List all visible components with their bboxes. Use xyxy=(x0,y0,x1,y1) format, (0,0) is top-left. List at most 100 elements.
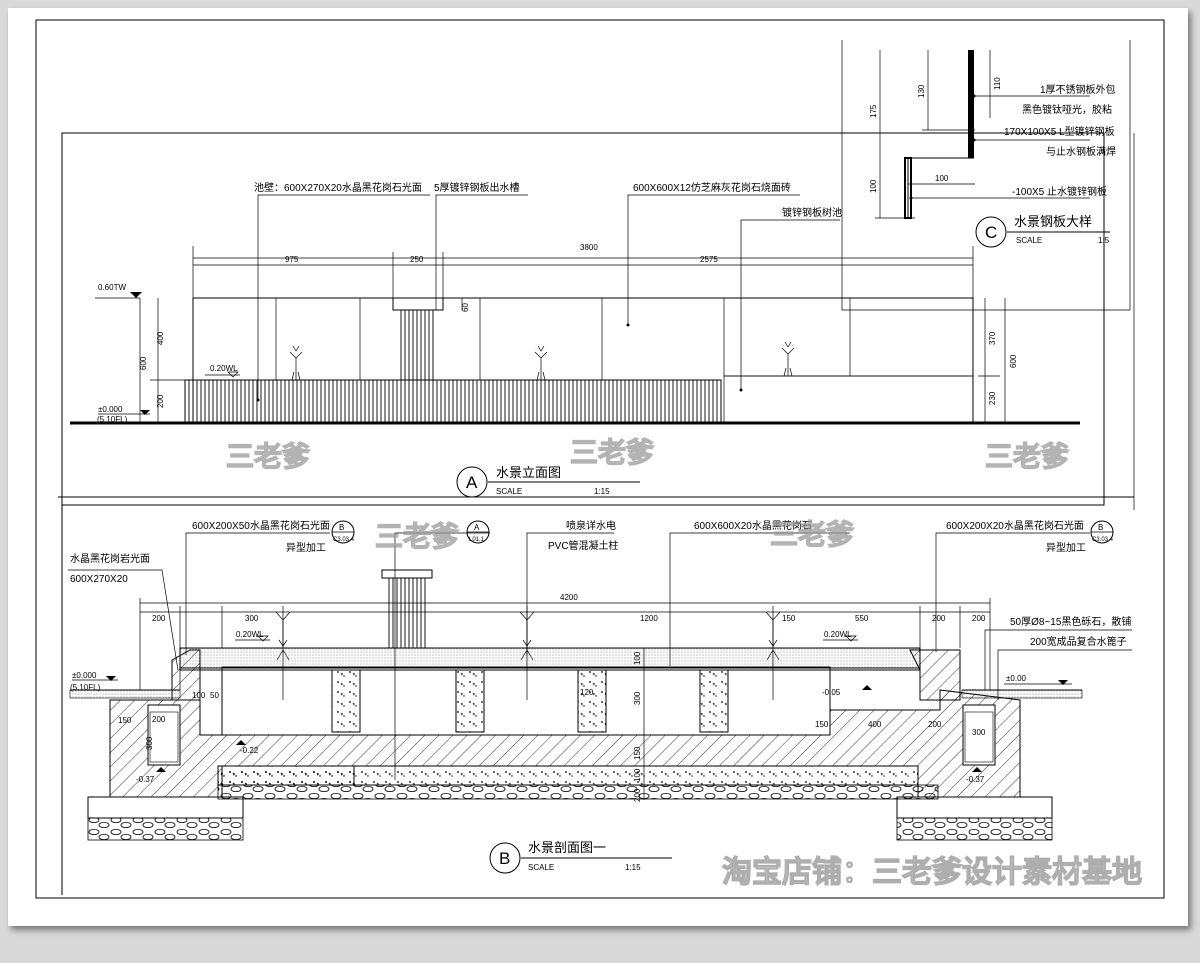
section-level-037r: -0.37 xyxy=(966,775,985,784)
level-top: 0.60TW xyxy=(98,283,126,292)
detail-note-3: 170X100X5 L型镀锌钢板 xyxy=(1004,125,1115,138)
section-vdim-200: 200 xyxy=(633,788,642,802)
section-level-floor-l: (5.10FL) xyxy=(70,683,101,692)
detail-letter: C xyxy=(985,223,997,242)
svg-text:A: A xyxy=(474,523,480,532)
dim-right: 2575 xyxy=(700,255,718,264)
ref-tag-b-left: B C3.03.4 xyxy=(331,520,355,544)
detail-note-2: 黑色镀钛哑光，胶粘 xyxy=(1022,103,1112,116)
watermark-2: 三老爹 xyxy=(570,437,654,468)
section-level-ground-l: ±0.000 xyxy=(72,671,97,680)
section-callout-pipe: PVC管混凝土柱 xyxy=(548,539,619,552)
level-water: 0.20WL xyxy=(210,364,238,373)
section-level-005: -0.05 xyxy=(822,688,841,697)
elevation-letter: A xyxy=(466,473,478,492)
section-title: 水景剖面图一 xyxy=(528,840,606,855)
section-vdim-150: 150 xyxy=(633,746,642,760)
section-letter: B xyxy=(499,849,510,868)
section-callout-left-wall2: 600X270X20 xyxy=(70,574,128,585)
section-dim-300c: 300 xyxy=(972,728,986,737)
section-callout-fountain: 喷泉详水电 xyxy=(566,519,616,532)
section-dim-200e: 200 xyxy=(928,720,942,729)
elevation-frame xyxy=(61,132,1105,506)
detail-note-5: -100X5 止水镀锌钢板 xyxy=(1012,185,1107,198)
section-dim-300: 300 xyxy=(245,614,259,623)
svg-text:C3.03.4: C3.03.4 xyxy=(1092,537,1114,543)
section-dim-1200: 1200 xyxy=(640,614,658,623)
svg-text:C3.03.4: C3.03.4 xyxy=(333,537,355,543)
callout-wall: 池壁：600X270X20水晶黑花岗石光面 xyxy=(254,181,422,194)
section-dim-150: 150 xyxy=(782,614,796,623)
detail-dim-100h: 100 xyxy=(935,174,949,183)
section-level-037: -0.37 xyxy=(136,775,155,784)
level-floor: (5.10FL) xyxy=(97,415,128,424)
elevation-scale-label: SCALE xyxy=(496,487,522,496)
dim-h600: 600 xyxy=(139,356,148,370)
dim-h230: 230 xyxy=(988,391,997,405)
section-level-022: -0.22 xyxy=(240,746,259,755)
section-vdim-100: 100 xyxy=(633,651,642,665)
elevation-scale: 1:15 xyxy=(594,487,610,496)
outer-border xyxy=(35,19,1165,899)
watermark-shop: 淘宝店铺：三老爹设计素材基地 xyxy=(722,855,1142,889)
section-dim-100: 100 xyxy=(192,691,206,700)
detail-scale-label: SCALE xyxy=(1016,236,1042,245)
section-dim-200b: 200 xyxy=(932,614,946,623)
section-dim-200a: 200 xyxy=(152,614,166,623)
detail-note-4: 与止水钢板满焊 xyxy=(1046,145,1116,158)
dim-left: 975 xyxy=(285,255,299,264)
section-dim-total: 4200 xyxy=(560,593,578,602)
detail-scale: 1:5 xyxy=(1098,236,1110,245)
section-callout-right-cap2: 异型加工 xyxy=(1046,541,1086,554)
ref-tag-a: A L01.1 xyxy=(466,520,490,544)
callout-tile: 600X600X12仿芝麻灰花岗石烧面砖 xyxy=(633,181,791,194)
section-dim-150c: 150 xyxy=(815,720,829,729)
watermark-1: 三老爹 xyxy=(226,441,310,472)
section-dim-50: 50 xyxy=(210,691,219,700)
dim-h400: 400 xyxy=(156,331,165,345)
cad-drawing: 3800 975 250 2575 600 400 200 60 370 230… xyxy=(35,19,1165,899)
detail-dim-110: 110 xyxy=(993,77,1002,90)
section-dim-300b: 300 xyxy=(145,736,154,750)
drawing-sheet: 3800 975 250 2575 600 400 200 60 370 230… xyxy=(8,8,1188,926)
section-callout-grate: 200宽成品复合水篦子 xyxy=(1030,635,1127,648)
detail-note-1: 1厚不锈钢板外包 xyxy=(1040,83,1116,96)
svg-text:L01.1: L01.1 xyxy=(469,537,485,543)
section-level-water-l: 0.20WL xyxy=(236,630,264,639)
dim-h600r: 600 xyxy=(1009,354,1018,368)
svg-text:B: B xyxy=(339,523,344,532)
section-dim-550: 550 xyxy=(855,614,869,623)
dim-h370: 370 xyxy=(988,331,997,345)
ref-tag-b-right: B C3.03.4 xyxy=(1090,520,1114,544)
detail-title: 水景钢板大样 xyxy=(1014,214,1092,229)
watermark-5: 三老爹 xyxy=(770,519,854,550)
section-scale-label: SCALE xyxy=(528,863,554,872)
section-callout-gravel: 50厚Ø8~15黑色砾石，散铺 xyxy=(1010,615,1131,628)
section-dim-400: 400 xyxy=(868,720,882,729)
detail-dim-130: 130 xyxy=(917,84,926,98)
elevation-a: 3800 975 250 2575 600 400 200 60 370 230… xyxy=(70,181,1080,498)
section-dim-120: 120 xyxy=(580,688,594,697)
detail-c: 175 130 110 100 100 1厚不锈钢板外包 黑色镀钛哑光，胶粘 1… xyxy=(841,40,1131,311)
watermark-3: 三老爹 xyxy=(985,441,1069,472)
watermark-4: 三老爹 xyxy=(375,521,459,552)
svg-text:B: B xyxy=(1098,523,1103,532)
detail-dim-100v: 100 xyxy=(869,179,878,193)
section-dim-200d: 200 xyxy=(152,715,166,724)
section-vdim-100b: 100 xyxy=(633,768,642,782)
section-callout-floor-tile: 600X600X20水晶黑花岗石 xyxy=(694,519,812,532)
level-ground: ±0.000 xyxy=(98,405,123,414)
section-level-water-r: 0.20WL xyxy=(824,630,852,639)
dim-mid: 250 xyxy=(410,255,424,264)
section-scale: 1:15 xyxy=(625,863,641,872)
section-dim-200c: 200 xyxy=(972,614,986,623)
dim-h60: 60 xyxy=(461,303,470,312)
dim-total: 3800 xyxy=(580,243,598,252)
section-level-ground-r: ±0.00 xyxy=(1006,674,1027,683)
section-vdim-300: 300 xyxy=(633,691,642,705)
section-callout-left-cap: 600X200X50水晶黑花岗石光面 xyxy=(192,519,330,532)
section-callout-left-cap2: 异型加工 xyxy=(286,541,326,554)
dim-h200: 200 xyxy=(156,394,165,408)
callout-trough: 5厚镀锌钢板出水槽 xyxy=(434,181,520,194)
section-callout-left-wall: 水晶黑花岗岩光面 xyxy=(70,552,150,565)
